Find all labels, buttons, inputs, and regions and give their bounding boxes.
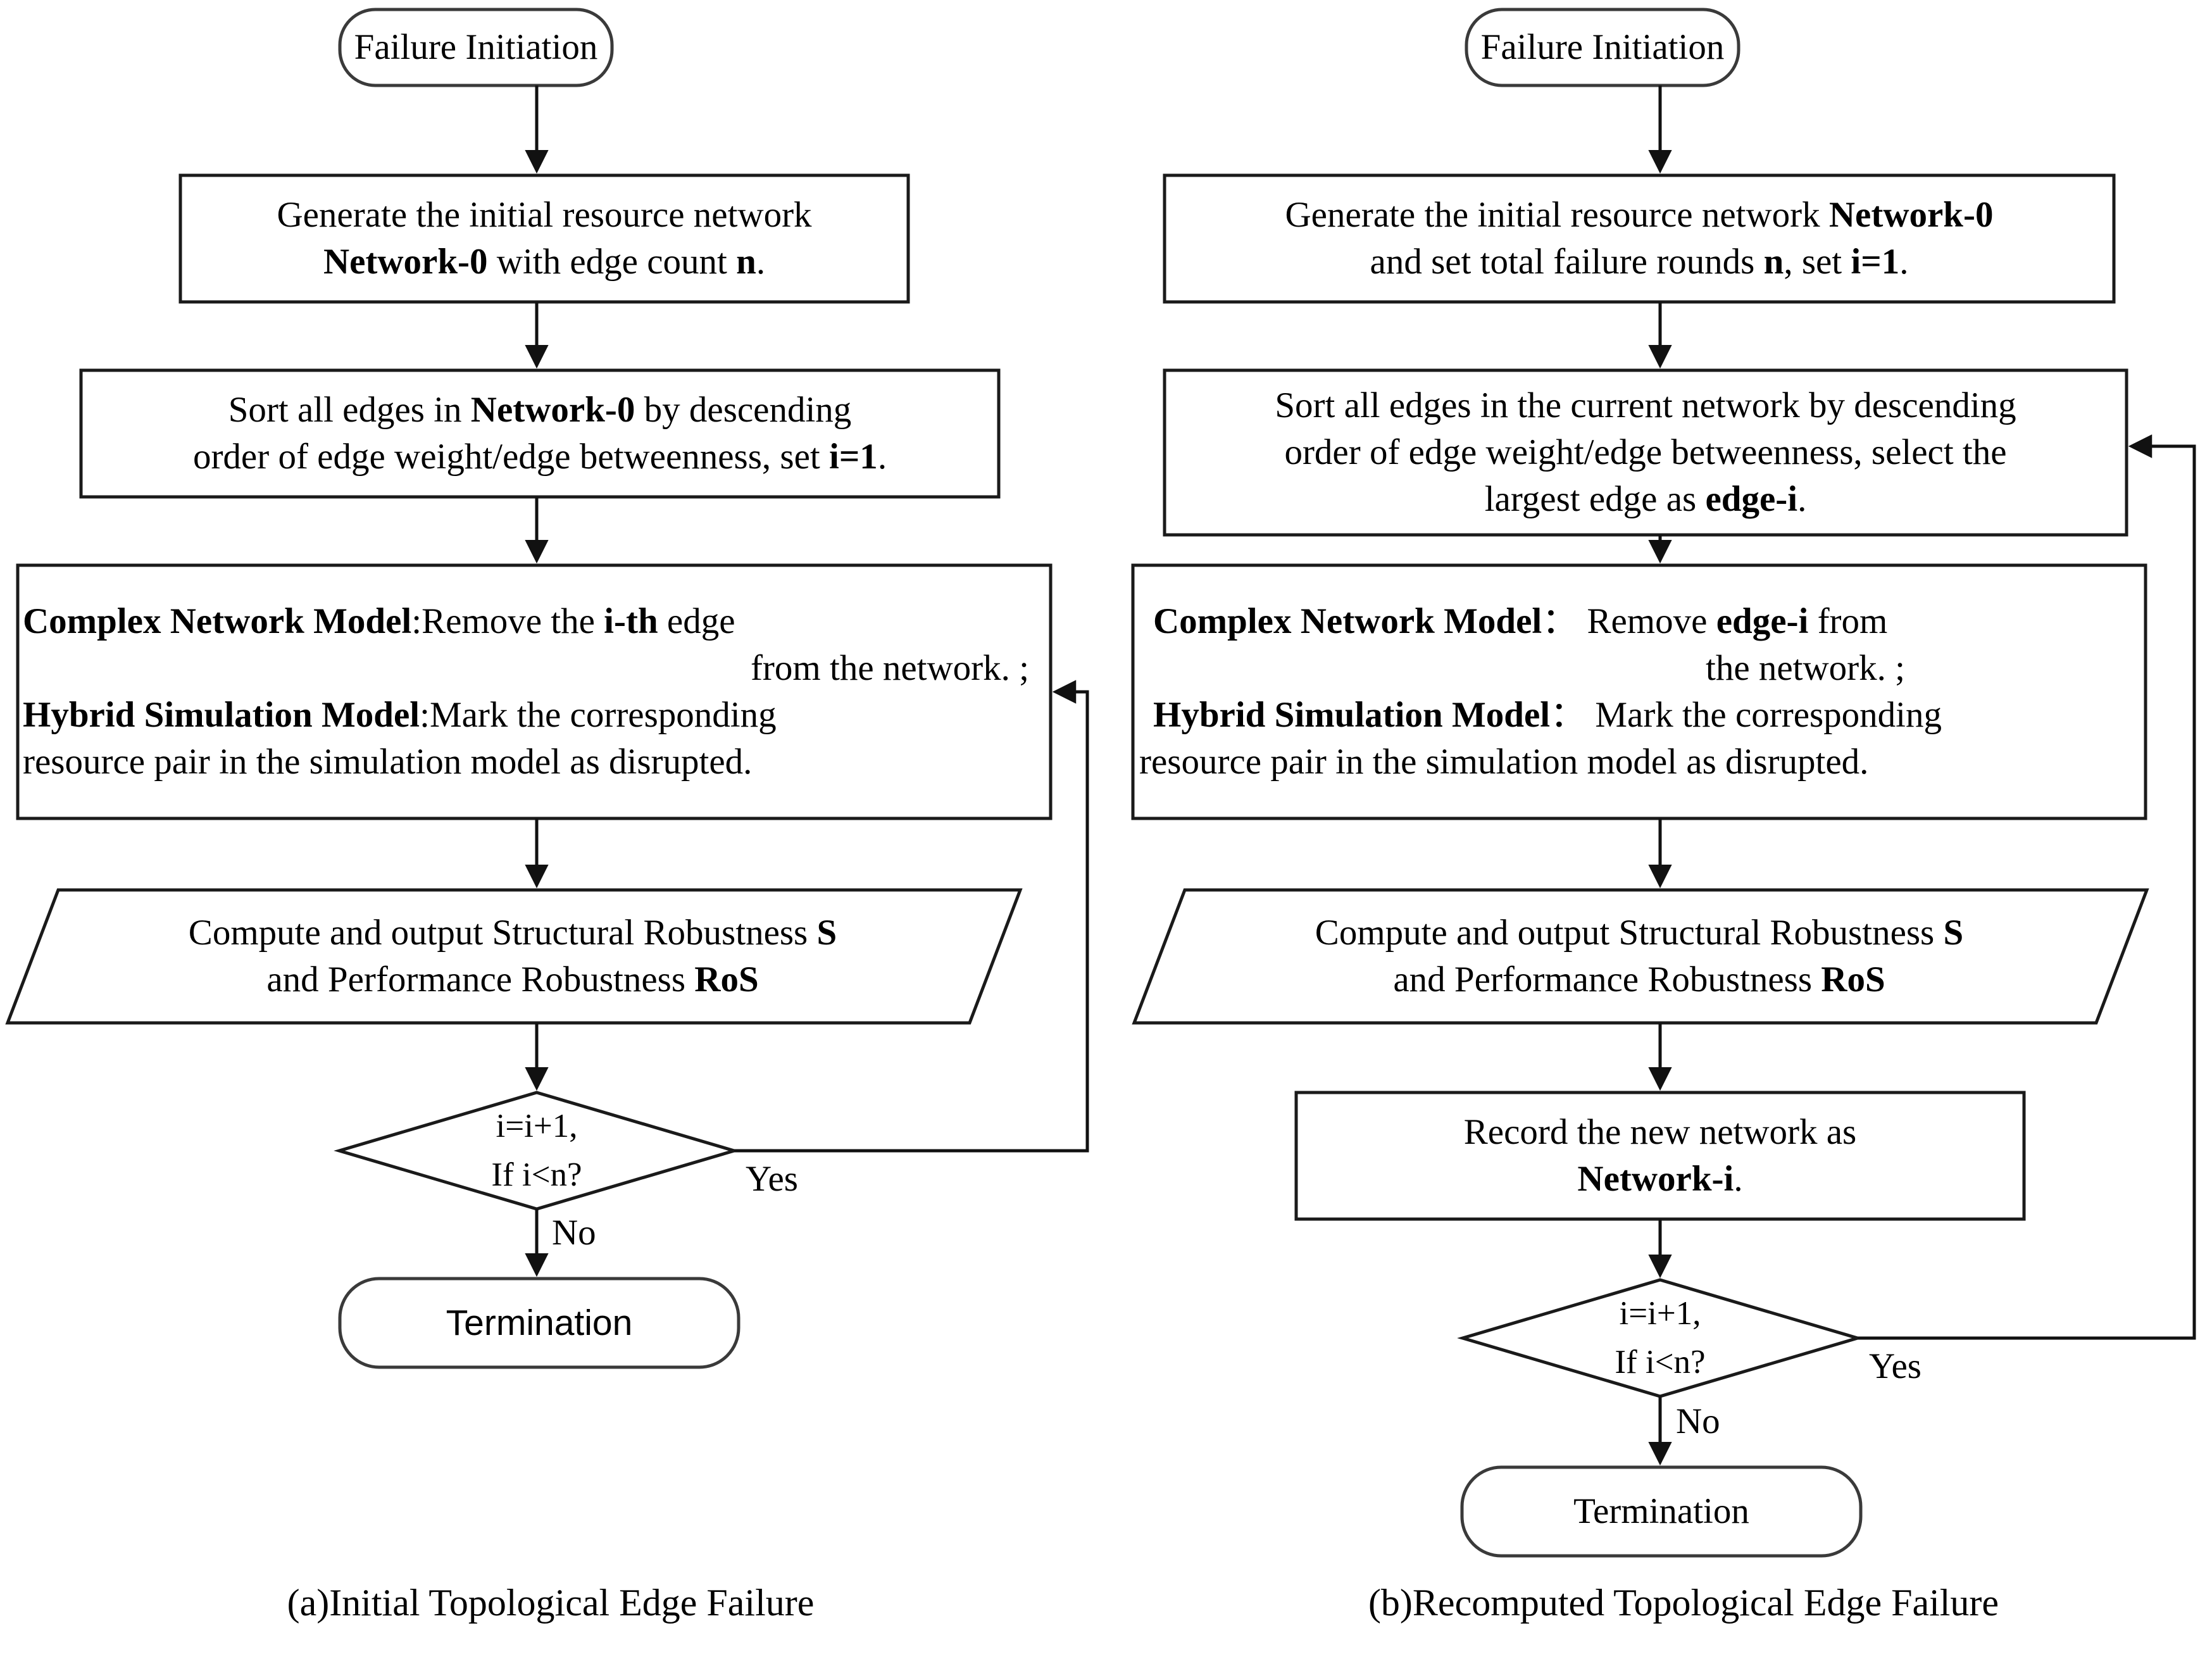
- pa-sort-i1: i=1: [828, 437, 878, 477]
- pa-sort-l2c: .: [877, 437, 887, 477]
- panel-a-generate-shape: [178, 173, 910, 304]
- panel-b-output-shape: [1132, 888, 2149, 1025]
- pa-out-l2a: and Performance Robustness: [266, 960, 695, 999]
- panel-b-end-label: Termination: [1462, 1467, 1861, 1556]
- pb-cnm-edgei: edge-i: [1716, 601, 1809, 641]
- pb-gen-l2a: and set total failure rounds: [1370, 242, 1764, 282]
- pb-rec-networki: Network-i: [1577, 1159, 1734, 1199]
- pb-cnm-c: from: [1808, 601, 1888, 641]
- pb-dec-l1: i=i+1,: [1619, 1295, 1701, 1332]
- panel-a-end-text: Termination: [446, 1302, 633, 1343]
- pa-gen-l1: Generate the initial resource network: [277, 194, 812, 235]
- pb-gen-l2c: , set: [1784, 242, 1851, 282]
- panel-a-end-shape: [338, 1277, 740, 1369]
- panel-a-generate-label: Generate the initial resource network Ne…: [184, 175, 905, 302]
- panel-b-models-shape: [1131, 563, 2147, 820]
- pb-gen-n: n: [1763, 242, 1784, 282]
- panel-b-generate-shape: [1163, 173, 2116, 304]
- pa-out-RoS: RoS: [694, 960, 759, 999]
- pb-hsm-a: Mark the corresponding: [1586, 695, 1942, 735]
- pa-gen-l2d: .: [756, 242, 766, 282]
- panel-b-conn-loop-yes: [1858, 434, 2196, 1340]
- pb-cnm-label: Complex Network Model: [1153, 601, 1542, 641]
- panel-b-output-label: Compute and output Structural Robustness…: [1165, 890, 2114, 1023]
- panel-a-start-shape: [338, 8, 614, 87]
- pa-gen-l2b: with edge count: [487, 242, 737, 282]
- pb-sort-l1: Sort all edges in the current network by…: [1275, 385, 2016, 425]
- panel-b-generate-label: Generate the initial resource network Ne…: [1168, 175, 2111, 302]
- pa-gen-network0: Network-0: [323, 242, 488, 282]
- pb-cnm-sep: ：: [1542, 601, 1578, 641]
- pb-hsm-line2: resource pair in the simulation model as…: [1139, 742, 1869, 782]
- panel-a-output-label: Compute and output Structural Robustness…: [38, 890, 987, 1023]
- pa-gen-n: n: [736, 242, 756, 282]
- pb-sort-l3a: largest edge as: [1484, 479, 1706, 520]
- pa-cnm-sep: :: [411, 601, 422, 641]
- panel-b-end-text: Termination: [1573, 1491, 1749, 1531]
- panel-b-start-text: Failure Initiation: [1480, 27, 1725, 67]
- panel-a-no-label: No: [552, 1213, 596, 1253]
- pb-sort-l3c: .: [1797, 479, 1807, 520]
- panel-b-record-label: Record the new network as Network-i.: [1299, 1093, 2021, 1219]
- pa-hsm-line2: resource pair in the simulation model as…: [23, 742, 753, 782]
- pb-rec-l2b: .: [1734, 1159, 1743, 1199]
- pb-out-RoS: RoS: [1821, 960, 1885, 999]
- pb-gen-network0: Network-0: [1828, 194, 1994, 235]
- panel-a-sort-label: Sort all edges in Network-0 by descendin…: [84, 370, 996, 497]
- pa-hsm-label: Hybrid Simulation Model: [23, 695, 420, 735]
- panel-a-start-label: Failure Initiation: [340, 9, 612, 85]
- panel-b-sort-label: Sort all edges in the current network by…: [1168, 370, 2123, 535]
- pb-gen-l1a: Generate the initial resource network: [1285, 194, 1829, 235]
- pb-out-l1a: Compute and output Structural Robustness: [1315, 912, 1944, 953]
- caption-b: (b)Recomputed Topological Edge Failure: [1368, 1582, 1999, 1624]
- pa-cnm-line2: from the network. ;: [750, 648, 1029, 688]
- pb-sort-edgei: edge-i: [1705, 479, 1798, 520]
- pb-rec-l1: Record the new network as: [1463, 1111, 1857, 1152]
- panel-b-record-shape: [1294, 1091, 2026, 1221]
- pa-hsm-sep: :: [420, 695, 430, 735]
- pa-dec-l2: If i<n?: [491, 1156, 582, 1193]
- pb-hsm-sep: ：: [1550, 695, 1587, 735]
- panel-b-decision-label: i=i+1, If i<n?: [1528, 1280, 1792, 1396]
- pb-out-S: S: [1943, 912, 1964, 953]
- panel-a-sort-shape: [79, 368, 1001, 499]
- pa-cnm-ith: i-th: [604, 601, 658, 641]
- pa-out-l1a: Compute and output Structural Robustness: [188, 912, 817, 953]
- pb-out-l2a: and Performance Robustness: [1393, 960, 1821, 999]
- pb-cnm-a: Remove: [1578, 601, 1716, 641]
- pb-dec-l2: If i<n?: [1615, 1344, 1706, 1381]
- pb-hsm-label: Hybrid Simulation Model: [1153, 695, 1551, 735]
- panel-a-output-shape: [5, 888, 1023, 1025]
- caption-a: (a)Initial Topological Edge Failure: [287, 1582, 815, 1624]
- panel-a-yes-label: Yes: [746, 1159, 798, 1199]
- panel-a-conn-loop-yes: [734, 680, 1089, 1153]
- panel-a-models-label: Complex Network Model:Remove the i-th ed…: [23, 565, 1046, 818]
- pa-sort-l1a: Sort all edges in: [228, 389, 471, 430]
- pa-dec-l1: i=i+1,: [496, 1108, 578, 1145]
- pa-cnm-label: Complex Network Model: [23, 601, 412, 641]
- panel-a-start-text: Failure Initiation: [354, 27, 598, 67]
- panel-a-models-shape: [16, 563, 1053, 820]
- panel-b-no-label: No: [1676, 1401, 1720, 1441]
- panel-b-end-shape: [1460, 1465, 1863, 1558]
- pb-gen-i1: i=1: [1851, 242, 1900, 282]
- pb-cnm-line2: the network. ;: [1705, 648, 1905, 688]
- pa-out-S: S: [816, 912, 837, 953]
- pa-sort-l2a: order of edge weight/edge betweenness, s…: [192, 437, 829, 477]
- panel-b-yes-label: Yes: [1869, 1346, 1921, 1386]
- pa-sort-l1c: by descending: [635, 389, 852, 430]
- panel-a-end-label: Termination: [340, 1279, 739, 1367]
- pb-sort-l2: order of edge weight/edge betweenness, s…: [1284, 432, 2007, 472]
- pb-gen-l2e: .: [1899, 242, 1909, 282]
- panel-b-start-shape: [1465, 8, 1740, 87]
- panel-a-decision-label: i=i+1, If i<n?: [405, 1093, 668, 1209]
- panel-b-start-label: Failure Initiation: [1466, 9, 1739, 85]
- pa-sort-network0: Network-0: [470, 389, 635, 430]
- pa-hsm-a: Mark the corresponding: [429, 695, 777, 735]
- pa-cnm-a: Remove the: [422, 601, 604, 641]
- panel-b-models-label: Complex Network Model： Remove edge-i fro…: [1139, 565, 2139, 818]
- pa-cnm-c: edge: [658, 601, 735, 641]
- panel-b-sort-shape: [1163, 368, 2128, 537]
